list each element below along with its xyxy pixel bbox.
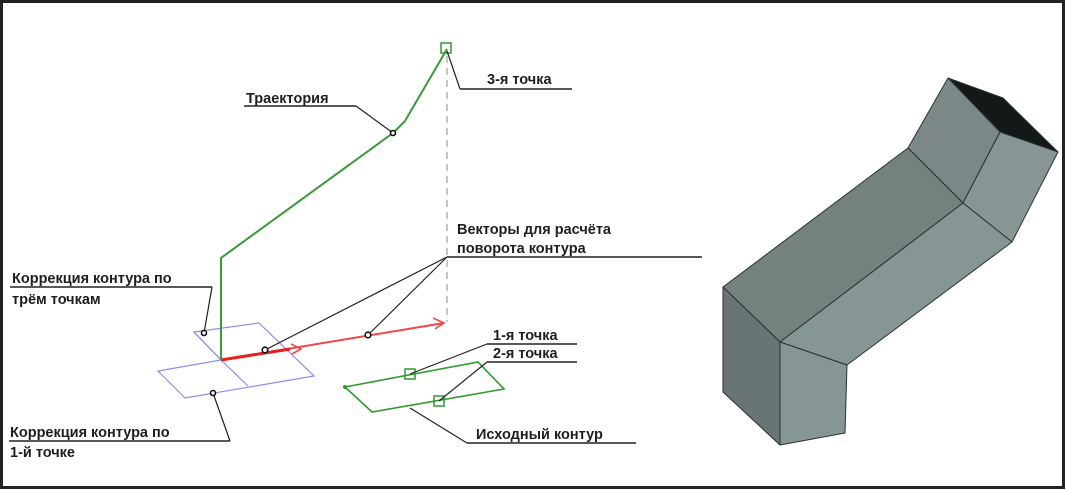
first-point-marker	[404, 368, 416, 380]
vector-point	[364, 331, 372, 339]
label-three-point-correction-line1: Коррекция контура по	[12, 271, 172, 287]
label-vectors-line2: поворота контура	[457, 241, 587, 257]
label-first-point: 1-я точка	[493, 328, 558, 344]
label-one-point-correction-line1: Коррекция контура по	[10, 425, 170, 441]
label-three-point-correction-line2: трём точкам	[12, 292, 101, 308]
solid-duct-model	[722, 77, 1059, 446]
leader-lines	[9, 50, 702, 444]
label-vectors-line1: Векторы для расчёта	[457, 222, 612, 238]
rotation-vector-arrow	[220, 317, 446, 362]
source-contour	[343, 361, 506, 413]
label-one-point-correction-line2: 1-й точке	[10, 445, 75, 461]
three-point-correction-point	[200, 329, 208, 337]
second-point-marker	[433, 395, 445, 407]
label-second-point: 2-я точка	[493, 346, 558, 362]
trajectory-point	[389, 129, 397, 137]
lower-front-face	[779, 341, 848, 446]
label-trajectory: Траектория	[246, 91, 329, 107]
label-source-contour: Исходный контур	[476, 427, 603, 443]
third-point-marker	[440, 42, 452, 54]
vector-point	[261, 346, 269, 354]
corrected-contour	[156, 322, 316, 399]
one-point-correction-point	[209, 389, 217, 397]
label-third-point: 3-я точка	[487, 72, 552, 88]
